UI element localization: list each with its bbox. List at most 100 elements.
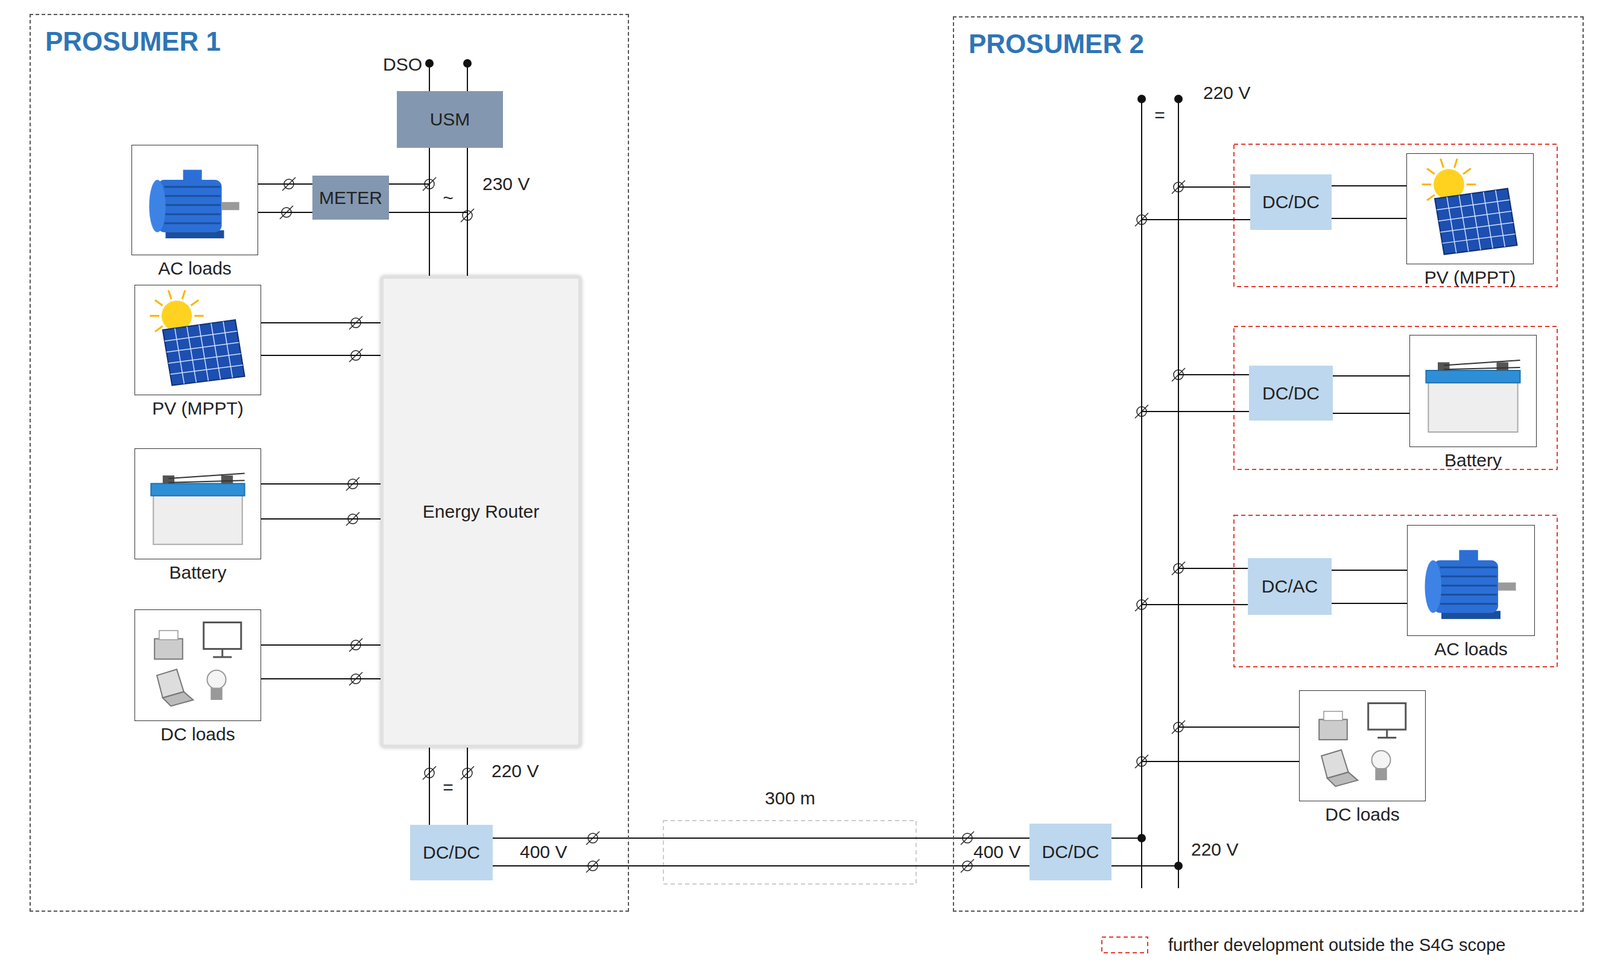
battery-body — [1428, 380, 1518, 432]
motor-fin — [1440, 584, 1497, 587]
sun-ray — [149, 314, 160, 317]
device-picture-box: AC loads — [131, 144, 259, 256]
pv-icon — [1422, 158, 1518, 255]
wire — [258, 211, 313, 213]
device-label: USM — [430, 110, 471, 129]
wire — [466, 747, 468, 825]
annotation-label: 220 V — [1191, 840, 1239, 859]
pv-grid — [164, 331, 238, 341]
annotation-label: = — [1154, 106, 1166, 125]
wire — [1111, 411, 1250, 838]
pv-grid — [1438, 211, 1512, 221]
device-box: DC/AC — [1247, 557, 1332, 615]
device-label: DC loads — [160, 724, 235, 744]
sun-ray — [191, 299, 200, 306]
pv-grid — [199, 324, 209, 381]
sun-ray — [154, 299, 163, 306]
motor-icon — [148, 169, 239, 239]
motor-fin — [164, 185, 221, 188]
bulb-base — [1375, 767, 1387, 780]
power-connection — [1111, 568, 1248, 866]
pv-grid — [1446, 196, 1457, 253]
battery-lid — [1426, 370, 1521, 383]
wire — [261, 354, 381, 356]
device-label: Battery — [168, 563, 227, 582]
pv-grid — [166, 342, 239, 353]
power-connection — [261, 483, 381, 519]
device-label: METER — [319, 188, 383, 207]
laptop-base — [162, 691, 193, 706]
legend-text: further development outside the S4G scop… — [1168, 935, 1506, 954]
pv-grid — [1436, 199, 1510, 210]
device-label: PV (MPPT) — [1424, 268, 1517, 287]
motor-fin — [164, 203, 221, 206]
annotation-label: 400 V — [973, 842, 1021, 861]
device-box: DC/DC — [1249, 365, 1333, 421]
monitor-stand — [1385, 729, 1388, 737]
monitor-stand — [221, 648, 224, 657]
device-box: DC/DC — [1250, 174, 1332, 230]
device-label: DC/DC — [1262, 384, 1320, 403]
device-label: DC/DC — [1262, 192, 1320, 212]
device-label: Battery — [1444, 451, 1502, 470]
battery-lid — [150, 483, 245, 496]
battery-cable — [1443, 360, 1521, 366]
sun-ray — [1422, 183, 1432, 186]
device-label: AC loads — [1434, 639, 1508, 658]
power-connection — [258, 183, 313, 213]
sun-ray — [194, 314, 204, 317]
pv-grid — [1440, 222, 1514, 233]
pv-grid — [1483, 191, 1494, 249]
wire — [1111, 186, 1251, 866]
motor-body — [1432, 559, 1499, 613]
wire — [1332, 412, 1410, 414]
power-connection — [261, 644, 381, 679]
device-label: DC/DC — [422, 843, 481, 862]
battery-icon — [150, 473, 245, 545]
future-scope-outline — [1233, 515, 1558, 667]
pv-panel — [162, 319, 245, 386]
wire — [1331, 217, 1407, 219]
device-picture-box: PV (MPPT) — [1406, 153, 1534, 265]
pv-icon — [149, 290, 245, 386]
power-connection — [1332, 375, 1410, 414]
battery-icon — [1426, 360, 1521, 432]
motor-end-cap — [148, 179, 166, 233]
terminal-dot — [425, 59, 434, 68]
annotation-label: 220 V — [491, 761, 539, 780]
area-title: PROSUMER 1 — [45, 28, 221, 55]
wire — [1111, 568, 1248, 866]
wire — [1111, 374, 1250, 866]
annotation-label: 230 V — [482, 174, 530, 193]
area-title: PROSUMER 2 — [968, 30, 1145, 58]
device-box: USM — [396, 91, 503, 148]
wire — [388, 183, 430, 276]
sun-ray — [168, 290, 172, 300]
wire — [261, 518, 381, 520]
wire — [1331, 185, 1407, 187]
sun-ray — [1426, 194, 1435, 201]
monitor-stand — [1377, 736, 1397, 739]
printer — [154, 638, 183, 660]
monitor — [1368, 702, 1406, 730]
motor-body — [157, 179, 222, 233]
power-connection — [1331, 569, 1408, 604]
motor-icon — [1425, 550, 1517, 619]
motor-fin — [164, 212, 221, 215]
device-label: DC loads — [1324, 805, 1400, 824]
power-connection — [1331, 185, 1407, 219]
pv-grid — [1458, 195, 1469, 252]
laptop-base — [1327, 771, 1358, 787]
wire — [1111, 761, 1300, 838]
device-label: DC/DC — [1042, 842, 1100, 861]
device-label: Energy Router — [422, 502, 540, 521]
wire — [261, 677, 381, 680]
pv-grid — [170, 364, 243, 374]
pv-grid — [211, 323, 221, 380]
bulb-base — [210, 687, 222, 700]
battery-terminal — [221, 475, 233, 484]
cable-outline — [663, 820, 917, 884]
pv-grid — [1495, 189, 1506, 247]
sun-ray — [1466, 183, 1477, 186]
device-picture-box: PV (MPPT) — [134, 284, 262, 396]
